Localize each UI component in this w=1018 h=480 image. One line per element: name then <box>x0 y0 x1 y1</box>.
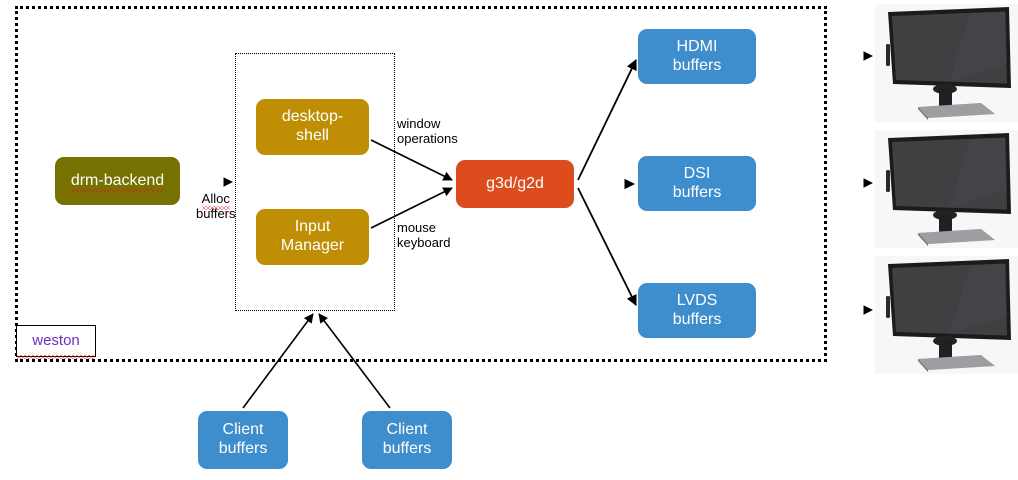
node-g3d-g2d[interactable]: g3d/g2d <box>456 160 574 208</box>
node-client-buffers-2-label: Client buffers <box>382 421 432 457</box>
node-g3d-g2d-label: g3d/g2d <box>486 174 544 192</box>
spellcheck-squiggle-icon <box>70 189 165 194</box>
node-dsi-buffers[interactable]: DSI buffers <box>638 156 756 211</box>
edge-label-alloc-buffers: Alloc buffers <box>196 191 236 221</box>
node-input-manager-label: Input Manager <box>280 218 345 254</box>
shell-boundary-region <box>235 53 395 311</box>
weston-boundary-region <box>15 6 827 362</box>
node-desktop-shell[interactable]: desktop- shell <box>256 99 369 155</box>
monitor-dsi <box>875 130 1018 248</box>
spellcheck-squiggle-icon <box>201 205 230 210</box>
weston-label-text: weston <box>32 332 80 349</box>
monitor-icon <box>875 4 1018 122</box>
node-dsi-buffers-label: DSI buffers <box>672 164 722 201</box>
node-drm-backend-label: drm-backend <box>70 172 165 194</box>
weston-label-box: weston <box>16 325 96 359</box>
spellcheck-squiggle-icon <box>17 355 95 359</box>
monitor-icon <box>875 130 1018 248</box>
node-lvds-buffers-label: LVDS buffers <box>672 291 722 328</box>
monitor-hdmi <box>875 4 1018 122</box>
node-hdmi-buffers[interactable]: HDMI buffers <box>638 29 756 84</box>
node-client-buffers-2[interactable]: Client buffers <box>362 411 452 469</box>
monitor-icon <box>875 256 1018 374</box>
edge-label-mouse-keyboard: mouse keyboard <box>397 220 451 250</box>
node-client-buffers-1-label: Client buffers <box>218 421 268 457</box>
edge-label-window-operations: window operations <box>397 116 458 146</box>
node-client-buffers-1[interactable]: Client buffers <box>198 411 288 469</box>
node-input-manager[interactable]: Input Manager <box>256 209 369 265</box>
monitor-lvds <box>875 256 1018 374</box>
node-hdmi-buffers-label: HDMI buffers <box>672 37 722 74</box>
node-desktop-shell-label: desktop- shell <box>281 108 344 144</box>
node-lvds-buffers[interactable]: LVDS buffers <box>638 283 756 338</box>
node-drm-backend[interactable]: drm-backend <box>55 157 180 205</box>
